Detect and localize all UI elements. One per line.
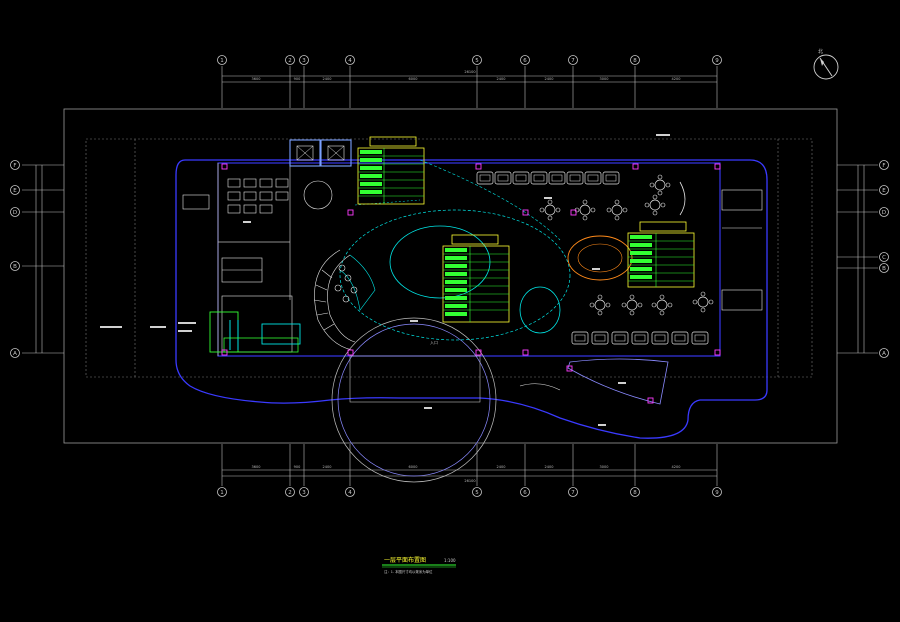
svg-text:5: 5 — [475, 58, 479, 64]
svg-text:B: B — [882, 266, 886, 272]
ceiling-oval-2 — [519, 286, 561, 334]
svg-text:A: A — [13, 351, 17, 357]
svg-text:6: 6 — [523, 58, 527, 64]
svg-text:6: 6 — [523, 490, 527, 496]
svg-text:2400: 2400 — [545, 77, 554, 81]
svg-text:900: 900 — [294, 465, 301, 469]
svg-text:2400: 2400 — [497, 465, 506, 469]
svg-text:F: F — [882, 163, 885, 169]
annotation-table-3 — [627, 221, 695, 288]
row-grid-bubbles-left: F E D B A — [10, 160, 20, 358]
svg-text:3000: 3000 — [600, 465, 609, 469]
drawing-frame — [63, 108, 838, 444]
svg-text:4: 4 — [348, 490, 352, 496]
svg-text:8: 8 — [633, 490, 637, 496]
side-dimension-lines — [22, 164, 878, 354]
north-arrow-icon: 北 — [813, 48, 839, 80]
svg-text:北: 北 — [818, 48, 823, 55]
restroom-area — [209, 257, 301, 353]
drawing-note: 注：1. 本图尺寸均以毫米为单位 — [384, 569, 433, 574]
svg-text:3000: 3000 — [600, 77, 609, 81]
room-label-marks — [100, 134, 670, 426]
svg-text:3: 3 — [302, 58, 306, 64]
svg-text:2400: 2400 — [323, 77, 332, 81]
svg-text:2: 2 — [288, 58, 292, 64]
column-grid-bubbles-bottom: 1 2 3 4 5 6 7 8 9 — [217, 487, 722, 497]
svg-text:5: 5 — [475, 490, 479, 496]
curved-sofa-group — [334, 264, 358, 303]
bar-counter — [567, 235, 633, 281]
drawing-scale: 1:100 — [444, 558, 456, 563]
svg-text:2400: 2400 — [545, 465, 554, 469]
cafe-seating-top — [476, 171, 671, 221]
roof-outline — [85, 138, 813, 378]
svg-text:D: D — [882, 210, 886, 216]
svg-text:9: 9 — [715, 490, 719, 496]
svg-text:7: 7 — [571, 490, 575, 496]
lobby-seating-left — [182, 178, 333, 214]
central-curve-line — [339, 209, 571, 341]
top-dimension-lines — [221, 66, 718, 108]
svg-text:4200: 4200 — [672, 465, 681, 469]
svg-text:B: B — [13, 264, 17, 270]
annotation-table-1 — [357, 136, 425, 205]
svg-text:A: A — [882, 351, 886, 357]
spiral-staircase — [313, 249, 376, 351]
svg-text:2: 2 — [288, 490, 292, 496]
title-block: 一层平面布置图 1:100 注：1. 本图尺寸均以毫米为单位 — [382, 556, 456, 574]
svg-text:F: F — [13, 163, 16, 169]
svg-text:E: E — [882, 188, 886, 194]
right-side-rooms — [721, 189, 763, 311]
svg-text:26100: 26100 — [464, 479, 475, 483]
svg-text:2400: 2400 — [497, 77, 506, 81]
svg-text:1: 1 — [220, 490, 224, 496]
row-grid-bubbles-right: F E D C B A — [879, 160, 889, 358]
svg-text:6000: 6000 — [409, 77, 418, 81]
bottom-dimension-lines — [221, 444, 718, 486]
svg-text:3600: 3600 — [252, 465, 261, 469]
svg-text:6000: 6000 — [409, 465, 418, 469]
bottom-planter — [567, 358, 669, 405]
svg-text:E: E — [13, 188, 17, 194]
svg-text:8: 8 — [633, 58, 637, 64]
svg-text:3: 3 — [302, 490, 306, 496]
svg-text:3600: 3600 — [252, 77, 261, 81]
column-grid-bubbles-top: 1 2 3 4 5 6 7 8 9 — [217, 55, 722, 65]
svg-text:9: 9 — [715, 58, 719, 64]
svg-text:26100: 26100 — [464, 70, 475, 74]
drawing-title: 一层平面布置图 — [384, 556, 426, 564]
entrance-rotunda: 入口 — [331, 317, 497, 483]
building-outer-wall — [175, 159, 768, 439]
svg-text:C: C — [882, 255, 886, 261]
svg-text:1: 1 — [220, 58, 224, 64]
elevator-shafts — [289, 139, 352, 167]
annotation-table-2 — [442, 234, 510, 323]
svg-text:2400: 2400 — [323, 465, 332, 469]
svg-text:入口: 入口 — [430, 340, 438, 345]
svg-text:7: 7 — [571, 58, 575, 64]
svg-text:900: 900 — [294, 77, 301, 81]
svg-text:4200: 4200 — [672, 77, 681, 81]
svg-text:4: 4 — [348, 58, 352, 64]
column-markers — [221, 163, 721, 404]
svg-text:D: D — [13, 210, 17, 216]
cafe-seating-bottom — [571, 291, 714, 345]
